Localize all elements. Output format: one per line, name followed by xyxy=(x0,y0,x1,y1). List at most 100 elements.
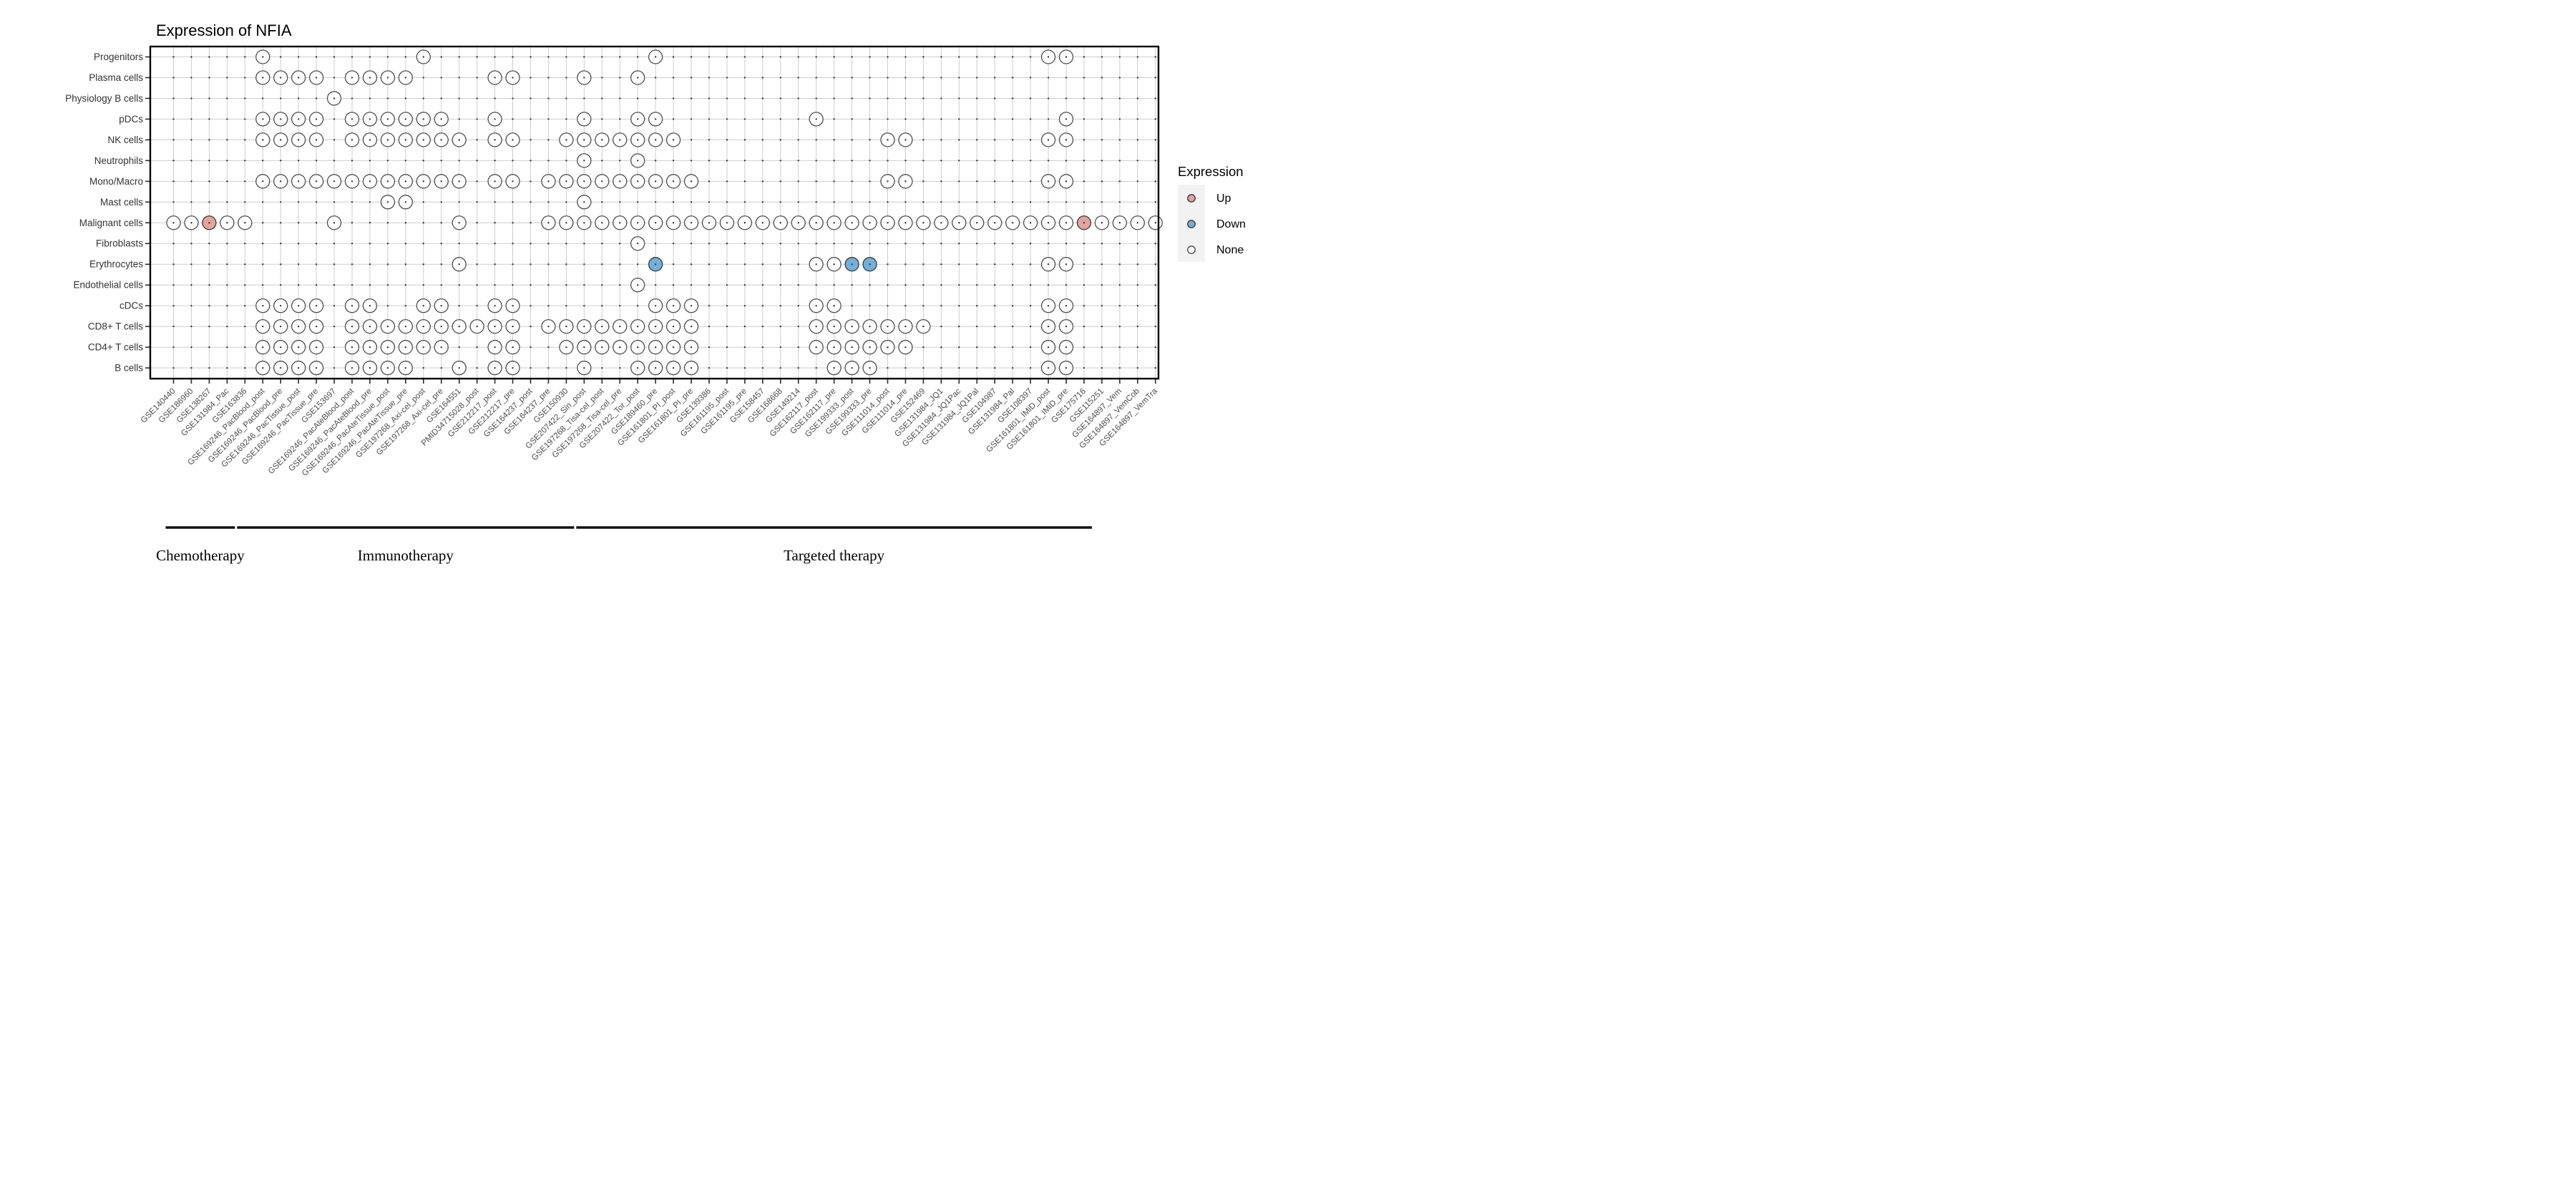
grid-dot xyxy=(369,222,371,224)
grid-dot xyxy=(333,346,336,349)
grid-dot xyxy=(512,56,514,58)
grid-dot xyxy=(672,304,675,307)
grid-dot xyxy=(404,56,407,58)
grid-dot xyxy=(1047,97,1050,99)
grid-dot xyxy=(976,243,978,245)
grid-dot xyxy=(440,325,442,328)
grid-dot xyxy=(1118,139,1121,141)
grid-dot xyxy=(833,325,835,328)
grid-dot xyxy=(761,118,764,120)
grid-dot xyxy=(887,180,889,183)
grid-dot xyxy=(1011,56,1014,58)
grid-dot xyxy=(851,160,853,162)
y-axis-label: B cells xyxy=(114,363,143,374)
grid-dot xyxy=(1136,304,1139,307)
grid-dot xyxy=(619,304,621,307)
grid-dot xyxy=(958,243,960,245)
grid-dot xyxy=(351,366,353,369)
grid-dot xyxy=(976,304,978,307)
grid-dot xyxy=(708,283,711,286)
legend-label-none: None xyxy=(1216,244,1244,256)
grid-dot xyxy=(1083,201,1085,203)
grid-dot xyxy=(208,139,210,141)
y-axis-label: Erythrocytes xyxy=(89,259,143,270)
grid-dot xyxy=(654,366,657,369)
grid-dot xyxy=(386,97,389,99)
grid-dot xyxy=(1011,366,1014,369)
grid-dot xyxy=(1047,139,1050,141)
grid-dot xyxy=(1118,97,1121,99)
grid-dot xyxy=(619,366,621,369)
grid-dot xyxy=(1065,97,1068,99)
grid-dot xyxy=(494,222,496,224)
grid-dot xyxy=(743,77,746,79)
grid-dot xyxy=(1083,77,1085,79)
grid-dot xyxy=(583,118,585,120)
grid-dot xyxy=(1011,97,1014,99)
grid-dot xyxy=(976,366,978,369)
grid-dot xyxy=(244,118,246,120)
grid-dot xyxy=(797,304,799,307)
grid-dot xyxy=(369,283,371,286)
grid-dot xyxy=(708,243,711,245)
grid-dot xyxy=(280,77,282,79)
y-axis-label: cDCs xyxy=(119,301,143,311)
grid-dot xyxy=(208,304,210,307)
grid-dot xyxy=(583,263,585,266)
grid-dot xyxy=(619,243,621,245)
grid-dot xyxy=(904,325,907,328)
grid-dot xyxy=(797,222,799,224)
grid-dot xyxy=(833,222,835,224)
grid-dot xyxy=(1154,283,1156,286)
grid-dot xyxy=(422,243,424,245)
grid-dot xyxy=(1083,346,1085,349)
grid-dot xyxy=(869,346,871,349)
grid-dot xyxy=(904,97,907,99)
grid-dot xyxy=(530,263,532,266)
grid-dot xyxy=(369,160,371,162)
grid-dot xyxy=(1083,160,1085,162)
grid-dot xyxy=(512,222,514,224)
grid-dot xyxy=(815,366,817,369)
grid-dot xyxy=(190,243,192,245)
grid-dot xyxy=(404,160,407,162)
grid-dot xyxy=(922,118,924,120)
grid-dot xyxy=(1029,325,1032,328)
grid-dot xyxy=(815,283,817,286)
grid-dot xyxy=(904,160,907,162)
grid-dot xyxy=(280,139,282,141)
grid-dot xyxy=(869,97,871,99)
grid-dot xyxy=(422,180,424,183)
grid-dot xyxy=(351,283,353,286)
grid-dot xyxy=(637,222,639,224)
grid-dot xyxy=(1101,263,1103,266)
grid-dot xyxy=(654,118,657,120)
grid-dot xyxy=(779,180,782,183)
grid-dot xyxy=(583,325,585,328)
grid-dot xyxy=(994,346,996,349)
grid-dot xyxy=(172,97,175,99)
grid-dot xyxy=(512,325,514,328)
grid-dot xyxy=(690,118,693,120)
grid-dot xyxy=(619,263,621,266)
grid-dot xyxy=(690,139,693,141)
grid-dot xyxy=(262,201,264,203)
grid-dot xyxy=(1136,325,1139,328)
grid-dot xyxy=(940,222,942,224)
grid-dot xyxy=(708,201,711,203)
grid-dot xyxy=(940,180,942,183)
grid-dot xyxy=(637,160,639,162)
grid-dot xyxy=(369,201,371,203)
grid-dot xyxy=(1047,118,1050,120)
grid-dot xyxy=(351,346,353,349)
grid-dot xyxy=(172,160,175,162)
grid-dot xyxy=(1065,346,1068,349)
grid-dot xyxy=(994,222,996,224)
grid-dot xyxy=(369,304,371,307)
grid-dot xyxy=(1136,77,1139,79)
grid-dot xyxy=(601,283,603,286)
grid-dot xyxy=(869,139,871,141)
grid-dot xyxy=(530,366,532,369)
grid-dot xyxy=(512,180,514,183)
grid-dot xyxy=(565,304,567,307)
